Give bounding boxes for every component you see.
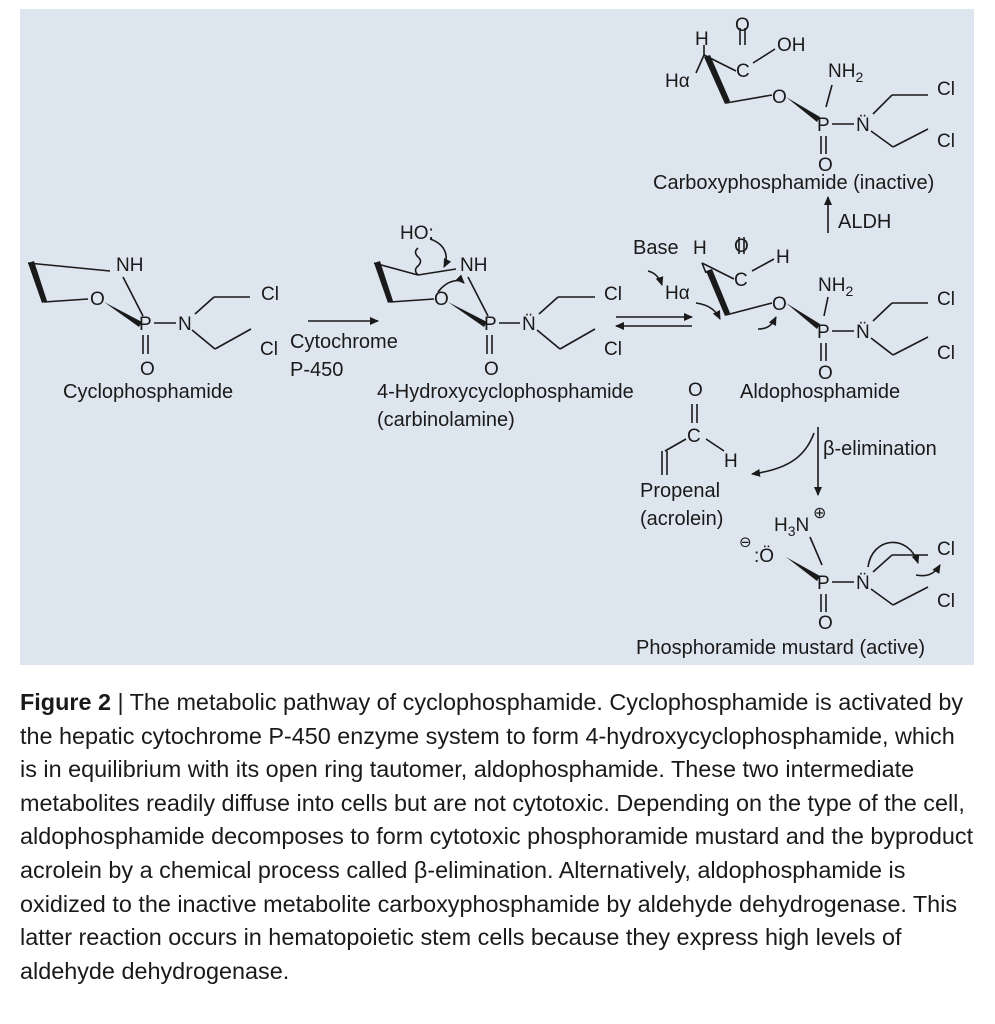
label-carboxyphosphamide: Carboxyphosphamide (inactive): [653, 172, 934, 194]
label-acrolein: (acrolein): [640, 508, 723, 530]
atom-o: O: [90, 289, 105, 310]
atom-n-lone-pair: N̈: [856, 573, 870, 594]
hydroxycyclophosphamide-structure: HO: NH O P N̈ Cl Cl O 4-Hydroxycyclophos…: [373, 223, 634, 431]
label-cyclophosphamide: Cyclophosphamide: [63, 381, 233, 403]
aldophosphamide-structure: Base H O H C Hα O NH2 P N̈ Cl Cl O Aldop…: [633, 236, 955, 403]
plus-charge: ⊕: [813, 505, 826, 522]
atom-h-alpha: Hα: [665, 71, 690, 92]
label-beta-elimination: β-elimination: [823, 438, 937, 460]
atom-cl: Cl: [937, 591, 955, 612]
atom-c: C: [736, 61, 750, 82]
label-phosphoramide-mustard: Phosphoramide mustard (active): [636, 637, 925, 659]
carboxyphosphamide-structure: H O OH C Hα O NH2 P N̈ Cl Cl O Carboxyph…: [653, 15, 955, 194]
atom-cl: Cl: [604, 284, 622, 305]
atom-nh2: NH2: [818, 275, 853, 299]
atom-oh: OH: [777, 35, 806, 56]
acrolein-release-arrow: [751, 432, 815, 477]
label-base: Base: [633, 237, 679, 259]
curved-arrow-cl: [915, 564, 941, 577]
label-hydroxycyclophosphamide: 4-Hydroxycyclophosphamide: [377, 381, 634, 403]
atom-cl: Cl: [260, 339, 278, 360]
atom-o: O: [818, 155, 833, 176]
label-aldophosphamide: Aldophosphamide: [740, 381, 900, 403]
atom-cl: Cl: [937, 79, 955, 100]
atom-o: O: [734, 236, 749, 257]
caption-separator: |: [110, 689, 130, 715]
atom-o: O: [818, 363, 833, 384]
atom-n-lone-pair: N̈: [856, 115, 870, 136]
atom-p: P: [484, 314, 497, 335]
pathway-diagram: NH O P N Cl Cl O Cyclophosphamide Cytoch…: [27, 15, 955, 659]
atom-cl: Cl: [937, 539, 955, 560]
atom-o-anion: :Ö: [754, 546, 774, 567]
propenal-structure: O C H Propenal (acrolein): [640, 380, 738, 530]
atom-o: O: [818, 613, 833, 634]
atom-o: O: [735, 15, 750, 36]
figure-panel: NH O P N Cl Cl O Cyclophosphamide Cytoch…: [20, 9, 974, 665]
phosphoramide-mustard-structure: H3N ⊕ ⊖ :Ö P N̈ Cl Cl O Phosphoramide mu…: [636, 505, 955, 659]
atom-cl: Cl: [937, 343, 955, 364]
curved-arrow-base: [647, 270, 664, 286]
atom-o: O: [434, 289, 449, 310]
atom-n-lone-pair: N̈: [856, 322, 870, 343]
atom-o: O: [772, 87, 787, 108]
curved-arrow-ring: [437, 274, 465, 293]
atom-o: O: [140, 359, 155, 380]
atom-cl: Cl: [937, 131, 955, 152]
atom-p: P: [817, 573, 830, 594]
caption-text: The metabolic pathway of cyclophosphamid…: [20, 689, 974, 984]
atom-c: C: [734, 270, 748, 291]
curved-arrow-halpha: [695, 302, 721, 320]
wavy-bond: [414, 247, 422, 276]
figure-caption: Figure 2 | The metabolic pathway of cycl…: [20, 686, 975, 988]
atom-h: H: [693, 238, 707, 259]
atom-h: H: [724, 451, 738, 472]
atom-p: P: [139, 314, 152, 335]
label-aldh: ALDH: [838, 211, 891, 233]
atom-nh: NH: [460, 255, 487, 276]
atom-nh: NH: [116, 255, 143, 276]
curved-arrow-o: [757, 316, 777, 330]
label-carbinolamine: (carbinolamine): [377, 409, 515, 431]
atom-ho: HO:: [400, 223, 434, 244]
atom-o: O: [484, 359, 499, 380]
atom-o: O: [688, 380, 703, 401]
label-propenal: Propenal: [640, 480, 720, 502]
atom-cl: Cl: [937, 289, 955, 310]
atom-cl: Cl: [261, 284, 279, 305]
figure-label: Figure 2: [20, 689, 111, 715]
atom-h3n: H3N: [774, 515, 809, 539]
curved-arrow-oh: [429, 238, 452, 268]
atom-nh2: NH2: [828, 61, 863, 85]
atom-cl: Cl: [604, 339, 622, 360]
atom-p: P: [817, 115, 830, 136]
atom-o: O: [772, 294, 787, 315]
cyclophosphamide-structure: NH O P N Cl Cl O Cyclophosphamide: [27, 255, 279, 403]
atom-h-alpha: Hα: [665, 283, 690, 304]
atom-h: H: [695, 29, 709, 50]
minus-charge: ⊖: [739, 534, 752, 551]
atom-p: P: [817, 322, 830, 343]
label-p450: P-450: [290, 359, 343, 381]
atom-h: H: [776, 247, 790, 268]
atom-n-lone-pair: N̈: [522, 314, 536, 335]
atom-n: N: [178, 314, 192, 335]
atom-c: C: [687, 426, 701, 447]
label-cytochrome: Cytochrome: [290, 331, 398, 353]
